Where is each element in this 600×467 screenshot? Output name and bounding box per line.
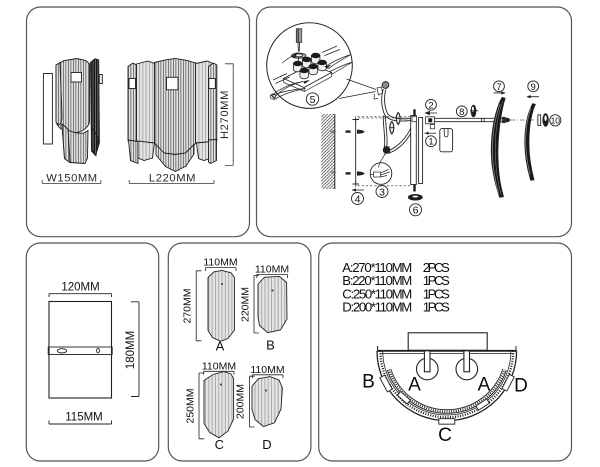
svg-text:D: D: [514, 376, 528, 397]
svg-text:1PCS: 1PCS: [423, 286, 450, 301]
svg-text:7: 7: [496, 82, 501, 93]
svg-text:B: B: [266, 338, 275, 353]
svg-text:1PCS: 1PCS: [423, 300, 450, 315]
svg-text:D: D: [262, 437, 271, 452]
svg-text:B:220*110MM: B:220*110MM: [342, 273, 412, 288]
svg-text:250MM: 250MM: [184, 388, 196, 423]
svg-text:A:270*110MM: A:270*110MM: [342, 260, 412, 275]
svg-text:A: A: [216, 339, 225, 354]
svg-text:180MM: 180MM: [125, 331, 137, 369]
svg-text:6: 6: [413, 205, 419, 217]
svg-text:C:250*110MM: C:250*110MM: [342, 286, 412, 301]
svg-text:8: 8: [459, 107, 464, 118]
svg-text:10: 10: [551, 116, 561, 126]
svg-text:4: 4: [355, 193, 361, 205]
svg-text:110MM: 110MM: [203, 256, 237, 268]
svg-text:W150MM: W150MM: [46, 173, 97, 185]
svg-text:120MM: 120MM: [61, 282, 99, 294]
svg-text:1: 1: [428, 137, 433, 148]
svg-text:A: A: [408, 375, 421, 396]
svg-text:3: 3: [379, 186, 385, 198]
svg-text:C: C: [438, 425, 452, 446]
svg-text:2: 2: [428, 100, 433, 111]
svg-text:D:200*110MM: D:200*110MM: [342, 300, 412, 315]
svg-text:B: B: [362, 372, 375, 393]
svg-text:110MM: 110MM: [202, 360, 236, 372]
svg-text:1PCS: 1PCS: [423, 273, 450, 288]
svg-text:C: C: [215, 437, 224, 452]
svg-text:L220MM: L220MM: [149, 173, 196, 185]
svg-text:110MM: 110MM: [250, 364, 284, 376]
svg-text:270MM: 270MM: [182, 288, 194, 323]
svg-text:200MM: 200MM: [235, 384, 247, 419]
svg-text:110MM: 110MM: [255, 263, 289, 275]
svg-text:A: A: [478, 375, 491, 396]
svg-text:220MM: 220MM: [239, 287, 251, 322]
svg-text:H270MM: H270MM: [219, 90, 231, 139]
svg-text:9: 9: [531, 82, 536, 93]
svg-text:115MM: 115MM: [65, 412, 103, 424]
svg-text:2PCS: 2PCS: [423, 260, 450, 275]
svg-text:5: 5: [310, 94, 316, 106]
